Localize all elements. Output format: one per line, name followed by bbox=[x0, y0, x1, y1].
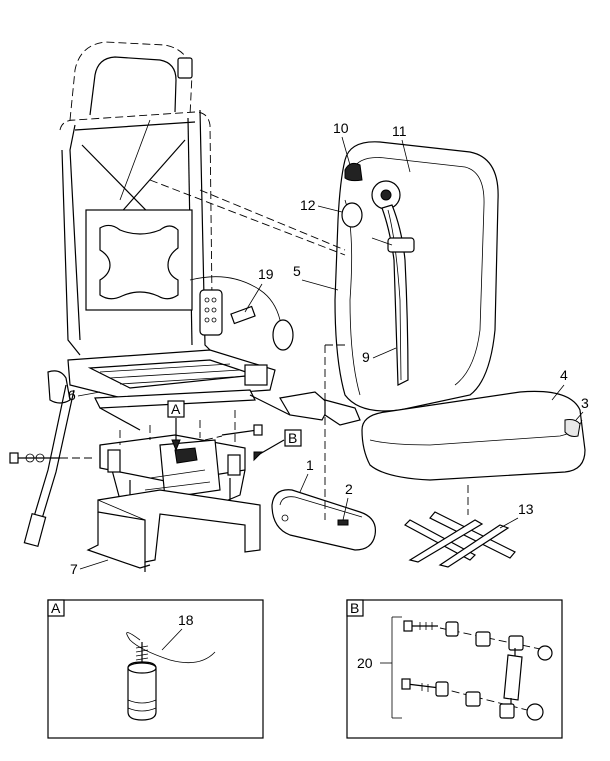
cushion-straps bbox=[404, 511, 516, 568]
callout-10: 10 bbox=[333, 120, 349, 136]
detail-panel-a: A 18 bbox=[47, 599, 264, 739]
armrest bbox=[271, 489, 377, 551]
callout-19: 19 bbox=[258, 266, 274, 282]
callout-1: 1 bbox=[306, 457, 314, 473]
callout-12: 12 bbox=[300, 197, 316, 213]
callout-5: 5 bbox=[293, 263, 301, 279]
callout-11: 11 bbox=[392, 123, 407, 139]
detail-panel-b: B 20 bbox=[346, 599, 563, 739]
leader-dash-back2 bbox=[199, 189, 346, 251]
armrest-bracket bbox=[279, 391, 331, 421]
svg-text:A: A bbox=[171, 401, 181, 417]
callout-4: 4 bbox=[560, 367, 568, 383]
seat-bottom-cushion bbox=[361, 390, 586, 481]
detail-panel-a-label: A bbox=[51, 600, 61, 616]
callout-13: 13 bbox=[518, 501, 534, 517]
callout-9: 9 bbox=[362, 349, 370, 365]
callout-18: 18 bbox=[178, 612, 194, 628]
callout-7: 7 bbox=[70, 561, 78, 577]
leader-dash-back bbox=[149, 179, 346, 256]
callout-3: 3 bbox=[581, 395, 589, 411]
callout-20: 20 bbox=[357, 655, 373, 671]
svg-text:B: B bbox=[288, 430, 297, 446]
callout-2: 2 bbox=[345, 481, 353, 497]
suspension-assembly bbox=[86, 410, 261, 572]
detail-ref-a: A bbox=[167, 400, 185, 452]
detail-ref-b: B bbox=[253, 429, 302, 462]
detail-panel-b-label: B bbox=[350, 600, 359, 616]
seat-back-cushion bbox=[334, 141, 499, 412]
seat-frame bbox=[9, 41, 294, 548]
callout-labels: 10 11 12 19 5 9 4 3 6 1 2 13 7 bbox=[68, 120, 589, 577]
callout-6: 6 bbox=[68, 387, 76, 403]
